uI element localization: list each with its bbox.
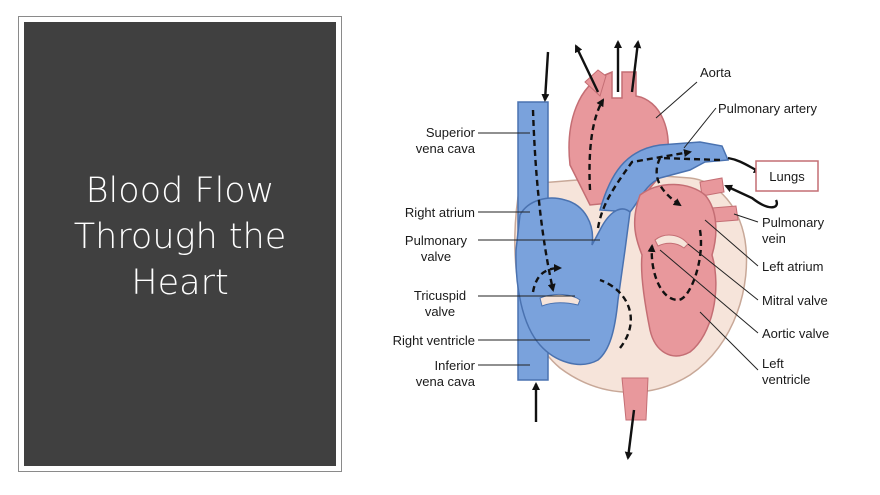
title-background: Blood Flow Through the Heart — [24, 22, 336, 466]
leader-left-ventricle — [699, 311, 759, 371]
tricuspid-valve-flap — [539, 293, 581, 307]
flow-aorta-up — [588, 98, 605, 191]
blood-flow-arrows — [531, 98, 721, 349]
label-right-atrium: Right atrium — [405, 205, 475, 220]
label-lungs: Lungs — [769, 169, 805, 184]
arrow-svc-in — [541, 51, 550, 102]
flow-svc-to-atrium — [531, 109, 556, 292]
label-left-atrium: Left atrium — [762, 259, 823, 274]
lungs-box — [755, 160, 819, 192]
label-aortic-valve: Aortic valve — [762, 326, 829, 341]
mitral-valve-flap — [654, 234, 689, 249]
flow-ivc-to-atrium — [531, 264, 562, 293]
left-heart-chamber — [633, 183, 717, 357]
leader-aortic-valve — [659, 249, 759, 334]
flow-rv-up — [596, 149, 692, 229]
leader-mitral-valve — [687, 243, 759, 301]
arrow-aorta-out-3 — [630, 40, 642, 93]
leader-left-atrium — [704, 219, 759, 267]
solid-arrows — [532, 40, 779, 460]
arrow-descending-out — [624, 409, 636, 460]
title-line-3: Heart — [131, 263, 229, 303]
arrow-to-lungs — [727, 156, 762, 174]
leader-pulmonary-artery — [683, 107, 717, 149]
title-panel: Blood Flow Through the Heart — [18, 16, 342, 472]
leader-aorta — [655, 81, 698, 119]
leader-pulmonary-vein — [733, 213, 759, 223]
descending-aorta — [621, 377, 649, 421]
label-pulmonary-artery: Pulmonary artery — [718, 101, 817, 116]
label-aorta: Aorta — [700, 65, 732, 80]
flow-rv-to-pa — [599, 278, 632, 349]
flow-pv-to-la — [655, 156, 721, 207]
title-line-1: Blood Flow — [85, 171, 275, 211]
label-mitral-valve: Mitral valve — [762, 293, 828, 308]
title-line-2: Through the — [73, 217, 287, 257]
aorta-branch — [584, 69, 607, 97]
slide-title: Blood Flow Through the Heart — [24, 168, 336, 306]
arrow-aorta-out-1 — [574, 44, 600, 93]
arrow-from-lungs — [724, 184, 779, 209]
label-right-ventricle: Right ventricle — [393, 333, 475, 348]
leader-lines — [478, 81, 759, 371]
